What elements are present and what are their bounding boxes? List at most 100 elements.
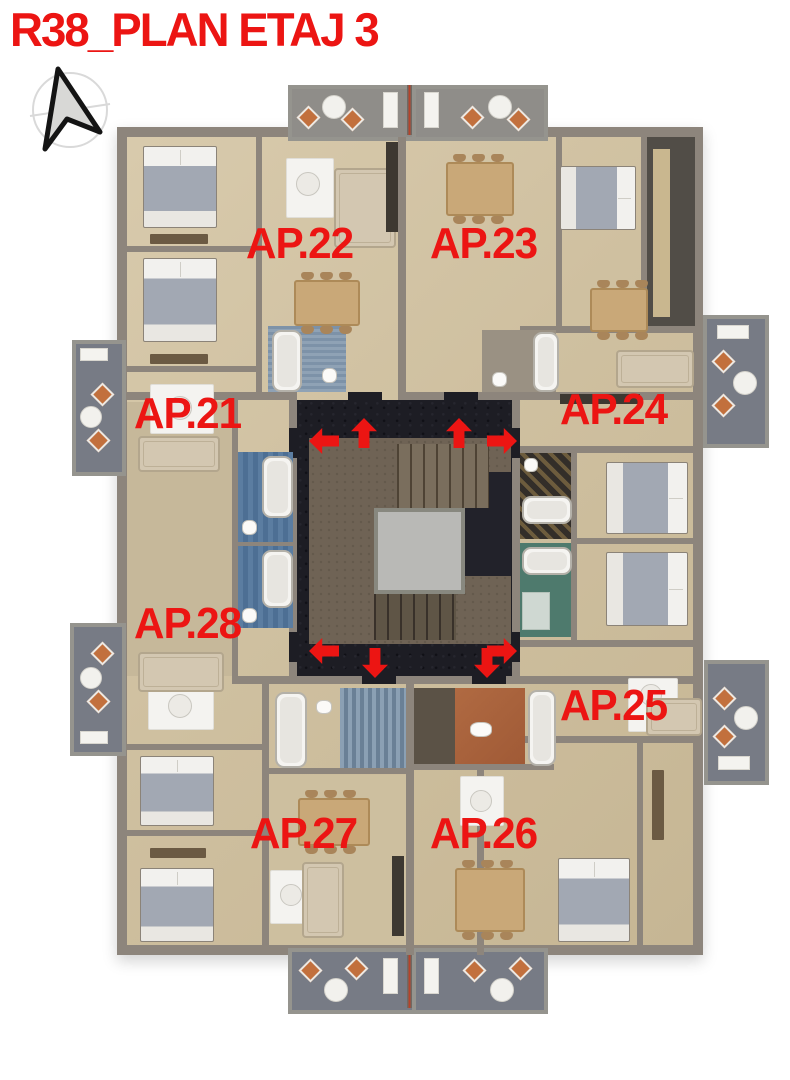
terrace-deck xyxy=(653,149,670,317)
balcony xyxy=(704,660,769,785)
wall xyxy=(262,768,413,774)
wall xyxy=(127,366,257,372)
sofa xyxy=(138,652,224,692)
planter xyxy=(80,348,108,361)
planter xyxy=(717,325,749,339)
balcony-table xyxy=(80,667,102,689)
apartment-label-ap22: AP.22 xyxy=(246,219,354,268)
wall xyxy=(262,684,269,955)
bed xyxy=(606,462,688,534)
dresser xyxy=(150,234,208,244)
planter xyxy=(424,958,439,994)
balcony-chair xyxy=(711,349,736,374)
coffee-table xyxy=(470,790,492,812)
balcony-table xyxy=(80,406,102,428)
sofa xyxy=(616,350,694,388)
wall xyxy=(127,744,262,750)
kitchen-counter xyxy=(386,142,398,232)
balcony-chair xyxy=(508,956,533,981)
coffee-table xyxy=(296,172,320,196)
elevator xyxy=(374,508,465,594)
bed xyxy=(143,146,217,228)
bathtub xyxy=(528,690,556,766)
wall xyxy=(232,676,293,684)
door-opening xyxy=(512,632,520,662)
toilet xyxy=(524,458,538,472)
dining-table xyxy=(446,154,514,224)
wall xyxy=(289,392,297,684)
wall xyxy=(477,736,484,955)
toilet xyxy=(322,368,337,383)
wall xyxy=(256,137,262,393)
wall xyxy=(127,830,262,836)
kitchen-nook-ap26 xyxy=(414,688,456,764)
bathtub xyxy=(522,496,572,524)
apartment-label-ap24: AP.24 xyxy=(560,385,668,434)
wall xyxy=(232,400,238,676)
apartment-label-ap26: AP.26 xyxy=(430,809,538,858)
wall xyxy=(520,446,703,453)
bathtub xyxy=(522,547,572,575)
compass-north-icon xyxy=(29,66,111,152)
coffee-table xyxy=(168,694,192,718)
balcony-table xyxy=(734,706,758,730)
toilet xyxy=(492,372,507,387)
dining-table xyxy=(294,272,360,334)
staircase-steps xyxy=(397,444,489,508)
balcony-chair xyxy=(712,686,737,711)
sink xyxy=(316,700,332,714)
apartment-label-ap27: AP.27 xyxy=(250,809,358,858)
bathroom-ap27 xyxy=(340,688,406,768)
shower xyxy=(522,592,550,630)
bathtub xyxy=(262,550,293,608)
dresser xyxy=(150,848,206,858)
apartment-label-ap28: AP.28 xyxy=(134,599,242,648)
door-opening xyxy=(348,392,382,400)
bathtub xyxy=(272,330,302,392)
dining-table xyxy=(590,280,648,340)
coffee-table xyxy=(280,884,302,906)
balcony-table xyxy=(733,371,757,395)
planter xyxy=(383,92,398,128)
door-opening xyxy=(512,428,520,458)
balcony-chair xyxy=(298,958,323,983)
kitchen-counter xyxy=(560,394,640,404)
staircase-steps xyxy=(374,590,456,640)
balcony xyxy=(72,340,126,476)
sofa xyxy=(138,436,220,472)
wall xyxy=(556,137,562,329)
bed xyxy=(143,258,217,342)
balcony xyxy=(288,948,418,1014)
door-opening xyxy=(362,676,396,684)
bed xyxy=(558,858,630,942)
dining-table xyxy=(455,860,525,940)
door-opening xyxy=(444,392,478,400)
balcony-chair xyxy=(86,428,111,453)
planter xyxy=(718,756,750,770)
planter xyxy=(383,958,398,994)
wall xyxy=(637,743,643,955)
wall xyxy=(406,684,414,955)
wall xyxy=(414,764,554,770)
sofa xyxy=(302,862,344,938)
wall xyxy=(520,640,703,647)
bed xyxy=(140,868,214,942)
balcony-table xyxy=(490,978,514,1002)
apartment-label-ap25: AP.25 xyxy=(560,681,668,730)
balcony xyxy=(703,315,769,448)
balcony-chair xyxy=(462,958,487,983)
bed xyxy=(560,166,636,230)
wall xyxy=(641,137,647,327)
balcony-chair xyxy=(460,105,485,130)
balcony-divider xyxy=(407,948,412,1008)
kitchen-counter xyxy=(392,856,404,936)
wall xyxy=(414,736,703,743)
balcony xyxy=(70,623,126,756)
balcony-chair xyxy=(86,689,111,714)
planter xyxy=(80,731,108,744)
door-opening xyxy=(289,632,297,662)
page-title: R38_PLAN ETAJ 3 xyxy=(10,3,380,56)
sink xyxy=(470,722,492,737)
bathtub xyxy=(262,456,293,518)
balcony-table xyxy=(488,95,512,119)
